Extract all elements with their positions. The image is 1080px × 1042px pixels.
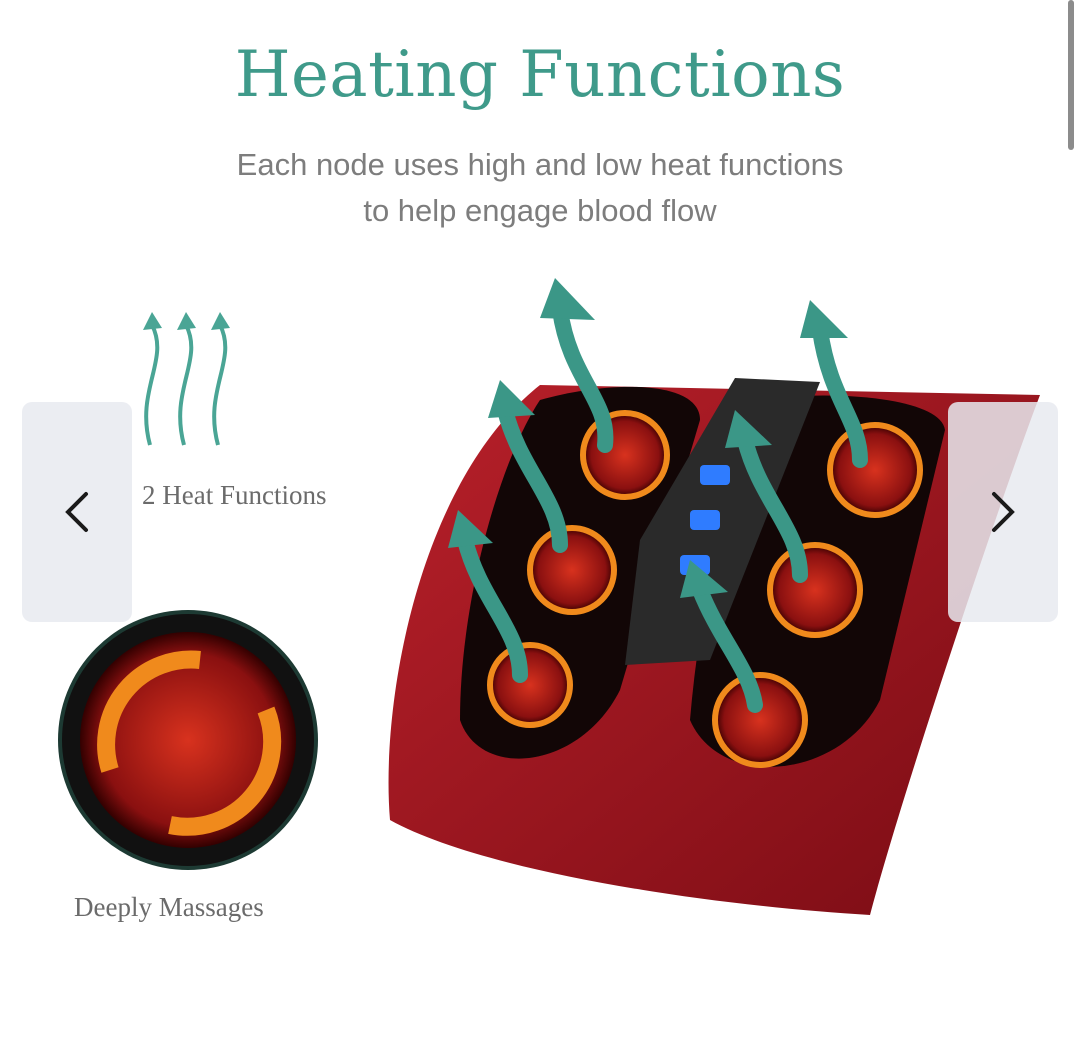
- chevron-left-icon: [65, 492, 88, 532]
- feature-label-massage: Deeply Massages: [74, 892, 264, 922]
- carousel-prev-button[interactable]: [22, 402, 132, 622]
- slide-title: Heating Functions: [234, 38, 846, 112]
- chevron-right-icon: [992, 492, 1015, 532]
- foot-massager-device: [388, 378, 1041, 915]
- scrollbar[interactable]: [1068, 0, 1074, 150]
- feature-label-heat: 2 Heat Functions: [142, 480, 327, 510]
- carousel-next-button[interactable]: [948, 402, 1058, 622]
- heat-waves-icon: [144, 324, 228, 446]
- massage-node-icon: [58, 610, 318, 870]
- slide-subtitle: Each node uses high and low heat functio…: [236, 147, 844, 228]
